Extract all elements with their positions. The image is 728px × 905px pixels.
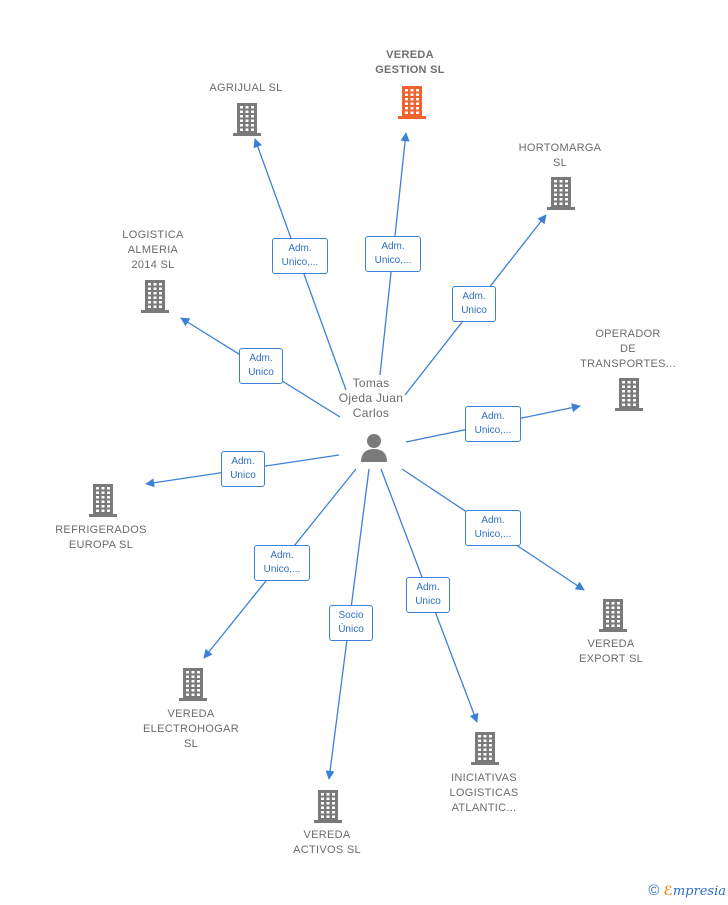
node-refrigerados-europa[interactable] [87, 483, 119, 522]
node-label-operador-transportes-line-1: OPERADOR [595, 328, 661, 340]
edge-label-vereda-export[interactable]: Adm. Unico,... [465, 510, 521, 546]
node-hortomarga[interactable] [545, 176, 577, 215]
node-label-vereda-electrohogar[interactable]: VEREDA ELECTROHOGAR SL [131, 707, 251, 752]
edge-label-logistica-almeria-line-2: Unico [248, 367, 274, 378]
edge-label-vereda-gestion-line-2: Unico,... [374, 255, 412, 266]
building-icon [547, 177, 575, 210]
node-vereda-electrohogar[interactable] [177, 667, 209, 706]
edge-label-agrijual-line-1: Adm. [288, 243, 312, 254]
edge-label-refrigerados-europa-line-1: Adm. [231, 456, 255, 467]
node-vereda-export[interactable] [597, 598, 629, 637]
node-logistica-almeria[interactable] [139, 279, 171, 318]
brand-footer: ©ℰmpresia [648, 882, 726, 899]
edge-label-refrigerados-europa-line-2: Unico [230, 470, 256, 481]
node-label-vereda-export-line-1: VEREDA [587, 638, 635, 650]
edge-label-operador-transportes[interactable]: Adm. Unico,... [465, 406, 521, 442]
node-label-vereda-export-line-2: EXPORT SL [578, 653, 644, 665]
node-agrijual[interactable] [231, 102, 263, 141]
node-label-vereda-activos[interactable]: VEREDA ACTIVOS SL [267, 828, 387, 858]
node-label-refrigerados-europa-line-2: EUROPA SL [68, 539, 134, 551]
building-icon [179, 668, 207, 701]
node-label-vereda-gestion-line-1: VEREDA [386, 49, 434, 61]
edge-label-vereda-electrohogar-line-2: Unico,... [263, 564, 301, 575]
edge-label-logistica-almeria-line-1: Adm. [249, 353, 273, 364]
node-label-iniciativas-logisticas-line-2: LOGISTICAS [449, 787, 519, 799]
node-label-hortomarga-line-1: HORTOMARGA [518, 142, 602, 154]
node-label-operador-transportes-line-3: TRANSPORTES... [580, 358, 676, 370]
edge-label-vereda-electrohogar[interactable]: Adm. Unico,... [254, 545, 310, 581]
edge-label-operador-transportes-line-2: Unico,... [474, 425, 512, 436]
center-name-line-2: Ojeda Juan [338, 391, 404, 405]
node-label-logistica-almeria-line-1: LOGISTICA [122, 229, 184, 241]
edge-label-refrigerados-europa[interactable]: Adm. Unico [221, 451, 265, 487]
edge-label-hortomarga-line-1: Adm. [462, 291, 486, 302]
node-label-operador-transportes-line-2: DE [620, 343, 636, 355]
node-label-logistica-almeria[interactable]: LOGISTICA ALMERIA 2014 SL [93, 228, 213, 273]
node-label-vereda-gestion-line-2: GESTION SL [375, 64, 445, 76]
node-label-agrijual-line-1: AGRIJUAL SL [209, 82, 283, 94]
edge-label-hortomarga[interactable]: Adm. Unico [452, 286, 496, 322]
brand-initial: ℰ [663, 883, 673, 898]
building-icon [398, 86, 426, 119]
edge-label-operador-transportes-line-1: Adm. [481, 411, 505, 422]
node-label-logistica-almeria-line-2: ALMERIA [127, 244, 179, 256]
node-iniciativas-logisticas[interactable] [469, 731, 501, 770]
edge-label-vereda-export-line-2: Unico,... [474, 529, 512, 540]
person-icon [361, 434, 387, 462]
node-operador-transportes[interactable] [613, 377, 645, 416]
node-label-vereda-gestion[interactable]: VEREDA GESTION SL [350, 48, 470, 78]
building-icon [314, 790, 342, 823]
node-label-iniciativas-logisticas-line-3: ATLANTIC... [451, 802, 517, 814]
brand-name: mpresia [672, 884, 726, 899]
node-label-iniciativas-logisticas[interactable]: INICIATIVAS LOGISTICAS ATLANTIC... [424, 771, 544, 816]
center-person-node[interactable] [359, 432, 389, 467]
edge-label-agrijual[interactable]: Adm. Unico,... [272, 238, 328, 274]
node-label-agrijual[interactable]: AGRIJUAL SL [186, 81, 306, 96]
node-label-vereda-export[interactable]: VEREDA EXPORT SL [551, 637, 671, 667]
edge-label-iniciativas-logisticas[interactable]: Adm. Unico [406, 577, 450, 613]
building-icon [615, 378, 643, 411]
node-label-vereda-electrohogar-line-2: ELECTROHOGAR [143, 723, 239, 735]
node-label-iniciativas-logisticas-line-1: INICIATIVAS [451, 772, 517, 784]
node-label-logistica-almeria-line-3: 2014 SL [131, 259, 175, 271]
building-icon [89, 484, 117, 517]
node-label-vereda-electrohogar-line-1: VEREDA [167, 708, 215, 720]
node-label-hortomarga-line-2: SL [552, 157, 568, 169]
edge-label-logistica-almeria[interactable]: Adm. Unico [239, 348, 283, 384]
node-label-vereda-electrohogar-line-3: SL [183, 738, 199, 750]
building-icon [471, 732, 499, 765]
node-label-refrigerados-europa-line-1: REFRIGERADOS [55, 524, 147, 536]
node-label-refrigerados-europa[interactable]: REFRIGERADOS EUROPA SL [41, 523, 161, 553]
building-icon [233, 103, 261, 136]
edge-label-vereda-export-line-1: Adm. [481, 515, 505, 526]
edge-label-vereda-gestion[interactable]: Adm. Unico,... [365, 236, 421, 272]
node-label-operador-transportes[interactable]: OPERADOR DE TRANSPORTES... [568, 327, 688, 372]
edge-label-iniciativas-logisticas-line-2: Unico [415, 596, 441, 607]
edge-label-iniciativas-logisticas-line-1: Adm. [416, 582, 440, 593]
node-label-hortomarga[interactable]: HORTOMARGA SL [500, 141, 620, 171]
edge-label-vereda-electrohogar-line-1: Adm. [270, 550, 294, 561]
center-name-line-1: Tomas [352, 376, 390, 390]
building-icon [599, 599, 627, 632]
center-name-line-3: Carlos [352, 406, 390, 420]
edge-label-hortomarga-line-2: Unico [461, 305, 487, 316]
node-label-vereda-activos-line-1: VEREDA [303, 829, 351, 841]
edge-label-vereda-activos-line-2: Único [338, 624, 364, 635]
node-label-vereda-activos-line-2: ACTIVOS SL [293, 844, 361, 856]
copyright-icon: © [648, 882, 660, 899]
edge-label-vereda-gestion-line-1: Adm. [381, 241, 405, 252]
edge-label-vereda-activos-line-1: Socio [338, 610, 364, 621]
node-vereda-activos[interactable] [312, 789, 344, 828]
building-icon [141, 280, 169, 313]
edge-label-agrijual-line-2: Unico,... [281, 257, 319, 268]
node-vereda-gestion[interactable] [396, 85, 428, 124]
